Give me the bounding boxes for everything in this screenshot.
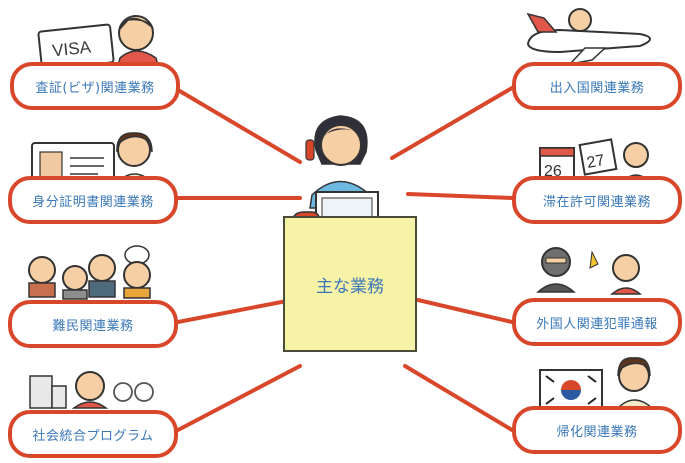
id-certificate-services-box[interactable]: 身分証明書関連業務	[8, 176, 178, 224]
refugee-services-box[interactable]: 難民関連業務	[8, 300, 178, 348]
refugees-illustration	[28, 245, 151, 300]
woman-flag-illustration	[616, 357, 654, 409]
center-main-box: 主な業務	[283, 216, 417, 352]
connectors	[176, 86, 514, 432]
foreigner-crime-report-label: 外国人関連犯罪通報	[536, 316, 658, 332]
immigration-services-box[interactable]: 出入国関連業務	[512, 62, 682, 110]
naturalization-services-label: 帰化関連業務	[556, 424, 638, 440]
id-certificate-services-label: 身分証明書関連業務	[32, 194, 154, 210]
svg-text:26: 26	[544, 163, 562, 180]
visa-services-box[interactable]: 査証(ビザ)関連業務	[10, 62, 180, 110]
visa-card-illustration: VISA	[37, 23, 115, 71]
calendar-illustration: 26 27	[539, 138, 652, 183]
stay-permit-services-label: 滞在許可関連業務	[542, 194, 651, 210]
man-waving-illustration	[117, 15, 159, 67]
social-integration-illustration	[29, 371, 154, 409]
stay-permit-services-box[interactable]: 滞在許可関連業務	[512, 176, 682, 224]
immigration-services-label: 出入国関連業務	[549, 80, 645, 96]
svg-text:VISA: VISA	[51, 37, 92, 60]
naturalization-services-box[interactable]: 帰化関連業務	[512, 406, 682, 454]
foreigner-crime-report-box[interactable]: 外国人関連犯罪通報	[512, 298, 682, 346]
visa-services-label: 査証(ビザ)関連業務	[35, 80, 155, 96]
svg-text:27: 27	[585, 152, 606, 172]
crime-illustration	[536, 247, 643, 295]
center-title: 主な業務	[316, 276, 384, 297]
korean-flag-illustration	[539, 369, 603, 411]
airplane-illustration	[526, 8, 651, 66]
woman-illustration	[116, 132, 154, 183]
social-integration-box[interactable]: 社会統合プログラム	[8, 410, 178, 458]
refugee-services-label: 難民関連業務	[52, 318, 134, 334]
social-integration-label: 社会統合プログラム	[32, 428, 154, 444]
